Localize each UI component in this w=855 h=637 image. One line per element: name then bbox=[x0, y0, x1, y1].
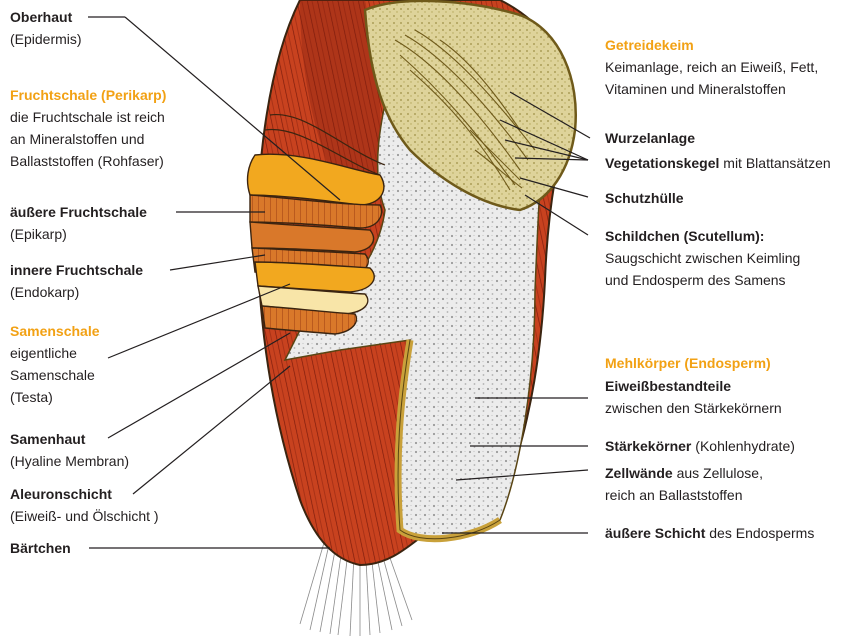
oberhaut-sub: (Epidermis) bbox=[10, 28, 82, 50]
label-vegetationskegel: Vegetationskegel mit Blattansätzen bbox=[605, 152, 831, 174]
samenhaut-title: Samenhaut bbox=[10, 431, 85, 447]
innere-sub: (Endokarp) bbox=[10, 281, 143, 303]
keim-line1: Keimanlage, reich an Eiweiß, Fett, bbox=[605, 56, 818, 78]
label-fruchtschale: Fruchtschale (Perikarp) die Fruchtschale… bbox=[10, 84, 166, 172]
keim-line2: Vitaminen und Mineralstoffen bbox=[605, 78, 818, 100]
label-wurzelanlage: Wurzelanlage bbox=[605, 127, 695, 149]
schild-title: Schildchen (Scutellum): bbox=[605, 225, 800, 247]
vegetation-bold: Vegetationskegel bbox=[605, 155, 719, 171]
aeussere-schicht-bold: äußere Schicht bbox=[605, 525, 705, 541]
pericarp-layers bbox=[248, 154, 384, 334]
wurzel-title: Wurzelanlage bbox=[605, 130, 695, 146]
zell-bold: Zellwände bbox=[605, 465, 673, 481]
zell-sub: reich an Ballaststoffen bbox=[605, 484, 763, 506]
label-samenhaut: Samenhaut (Hyaline Membran) bbox=[10, 428, 129, 472]
label-zellwaende: Zellwände aus Zellulose, reich an Ballas… bbox=[605, 462, 763, 506]
aeussere-sub: (Epikarp) bbox=[10, 223, 147, 245]
samenschale-title: Samenschale bbox=[10, 320, 100, 342]
eiweiss-sub: zwischen den Stärkekörnern bbox=[605, 397, 782, 419]
label-getreidekeim: Getreidekeim Keimanlage, reich an Eiweiß… bbox=[605, 34, 818, 100]
schild-line1: Saugschicht zwischen Keimling bbox=[605, 247, 800, 269]
label-eiweissbestandteile: Eiweißbestandteile zwischen den Stärkekö… bbox=[605, 375, 782, 419]
label-staerkekoerner: Stärkekörner (Kohlenhydrate) bbox=[605, 435, 795, 457]
staerke-rest: (Kohlenhydrate) bbox=[691, 438, 795, 454]
label-mehlkoerper: Mehlkörper (Endosperm) bbox=[605, 352, 771, 374]
aleuron-title: Aleuronschicht bbox=[10, 486, 112, 502]
samenschale-line1: eigentliche bbox=[10, 342, 100, 364]
schild-line2: und Endosperm des Samens bbox=[605, 269, 800, 291]
aleuron-sub: (Eiweiß- und Ölschicht ) bbox=[10, 505, 159, 527]
label-schildchen: Schildchen (Scutellum): Saugschicht zwis… bbox=[605, 225, 800, 291]
aeussere-schicht-rest: des Endosperms bbox=[705, 525, 814, 541]
samenschale-line3: (Testa) bbox=[10, 386, 100, 408]
fruchtschale-title: Fruchtschale (Perikarp) bbox=[10, 84, 166, 106]
baertchen-title: Bärtchen bbox=[10, 540, 71, 556]
schutz-title: Schutzhülle bbox=[605, 190, 684, 206]
keim-title: Getreidekeim bbox=[605, 34, 818, 56]
label-aleuronschicht: Aleuronschicht (Eiweiß- und Ölschicht ) bbox=[10, 483, 159, 527]
label-schutzhuelle: Schutzhülle bbox=[605, 187, 684, 209]
samenhaut-sub: (Hyaline Membran) bbox=[10, 450, 129, 472]
aeussere-title: äußere Fruchtschale bbox=[10, 204, 147, 220]
fruchtschale-line2: an Mineralstoffen und bbox=[10, 128, 166, 150]
label-samenschale: Samenschale eigentliche Samenschale (Tes… bbox=[10, 320, 100, 408]
innere-title: innere Fruchtschale bbox=[10, 262, 143, 278]
zell-rest: aus Zellulose, bbox=[673, 465, 763, 481]
label-baertchen: Bärtchen bbox=[10, 537, 71, 559]
samenschale-line2: Samenschale bbox=[10, 364, 100, 386]
label-aeussere-schicht: äußere Schicht des Endosperms bbox=[605, 522, 814, 544]
label-innere-fruchtschale: innere Fruchtschale (Endokarp) bbox=[10, 259, 143, 303]
label-oberhaut: Oberhaut (Epidermis) bbox=[10, 6, 82, 50]
staerke-bold: Stärkekörner bbox=[605, 438, 691, 454]
eiweiss-title: Eiweißbestandteile bbox=[605, 375, 782, 397]
fruchtschale-line1: die Fruchtschale ist reich bbox=[10, 106, 166, 128]
fruchtschale-line3: Ballaststoffen (Rohfaser) bbox=[10, 150, 166, 172]
label-aeussere-fruchtschale: äußere Fruchtschale (Epikarp) bbox=[10, 201, 147, 245]
vegetation-rest: mit Blattansätzen bbox=[719, 155, 830, 171]
mehl-title: Mehlkörper (Endosperm) bbox=[605, 355, 771, 371]
oberhaut-title: Oberhaut bbox=[10, 9, 72, 25]
